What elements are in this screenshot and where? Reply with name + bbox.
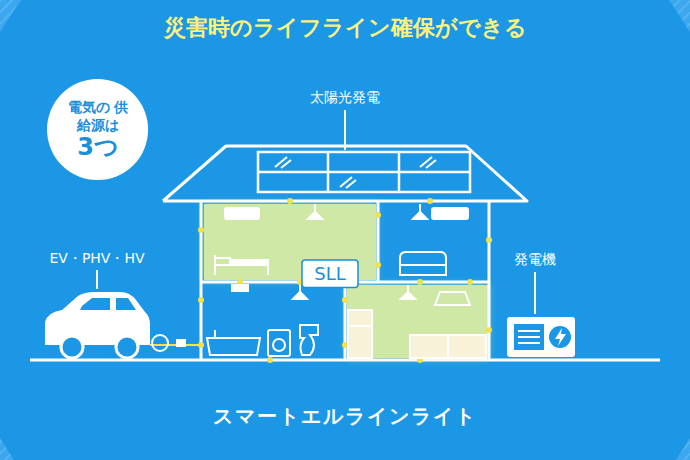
solar-panels <box>258 110 470 192</box>
leader-line <box>96 270 98 289</box>
part-label: 太陽光発電 <box>310 89 380 107</box>
leader-line <box>534 272 536 314</box>
part-label: 発電機 <box>514 251 556 269</box>
node-text: SLL <box>314 263 345 285</box>
node-text: 電気の 供給源は <box>63 99 133 134</box>
house-outline <box>163 146 527 360</box>
car <box>45 270 186 358</box>
appliances <box>207 204 486 358</box>
node-shape <box>302 260 358 288</box>
info-circle: 電気の 供給源は3つ <box>46 78 149 181</box>
node-subtext: 3つ <box>77 134 119 160</box>
title: 災害時のライフライン確保ができる <box>164 13 527 43</box>
wiring <box>150 198 492 363</box>
generator <box>507 272 575 357</box>
leader-line <box>344 110 346 150</box>
caption: スマートエルラインライト <box>213 403 477 430</box>
node-shape <box>47 79 148 180</box>
sll-box: SLL <box>301 259 359 289</box>
part-label: EV・PHV・HV <box>49 250 144 268</box>
